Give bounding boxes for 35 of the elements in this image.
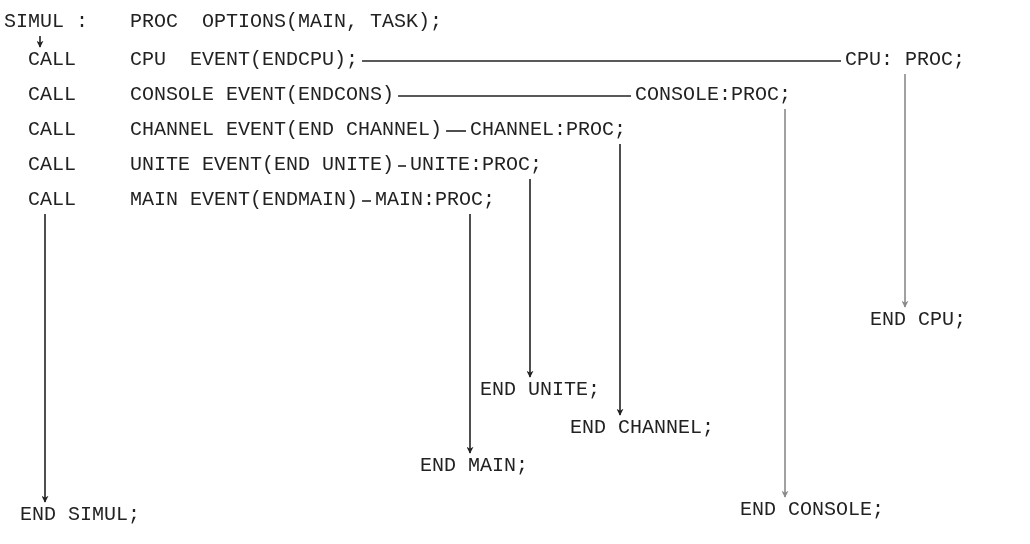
code-line-text: CALL [28,118,76,142]
code-line-text: PROC OPTIONS(MAIN, TASK); [130,10,443,34]
code-line-text: CHANNEL:PROC; [470,118,627,142]
arrow [616,143,624,416]
code-line-text: END MAIN; [420,454,529,478]
code-line-text: CPU: PROC; [845,48,966,72]
code-line-text: CALL [28,83,76,107]
connector-line [361,200,372,202]
connector-line [361,60,842,62]
arrow [36,35,44,48]
code-line-text: CALL [28,188,76,212]
code-line-text: MAIN:PROC; [375,188,496,212]
arrow [781,108,789,498]
connector-line [397,95,632,97]
code-line-text: CHANNEL EVENT(END CHANNEL) [130,118,443,142]
code-line-text: CONSOLE:PROC; [635,83,792,107]
code-line-text: END CPU; [870,308,966,332]
code-line-text: END UNITE; [480,378,601,402]
code-line-text: CALL [28,153,76,177]
code-line-text: CPU EVENT(ENDCPU); [130,48,359,72]
code-line-text: END CONSOLE; [740,498,885,522]
code-line-text: UNITE:PROC; [410,153,543,177]
arrow [41,213,49,503]
code-line-text: END CHANNEL; [570,416,715,440]
code-line-text: SIMUL : [4,10,88,34]
connector-line [445,130,467,132]
connector-line [397,165,407,167]
code-line-text: MAIN EVENT(ENDMAIN) [130,188,359,212]
arrow [466,213,474,454]
code-line-text: UNITE EVENT(END UNITE) [130,153,395,177]
arrow [901,73,909,308]
code-line-text: CALL [28,48,76,72]
code-line-text: END SIMUL; [20,503,141,527]
arrow [526,178,534,378]
code-line-text: CONSOLE EVENT(ENDCONS) [130,83,395,107]
